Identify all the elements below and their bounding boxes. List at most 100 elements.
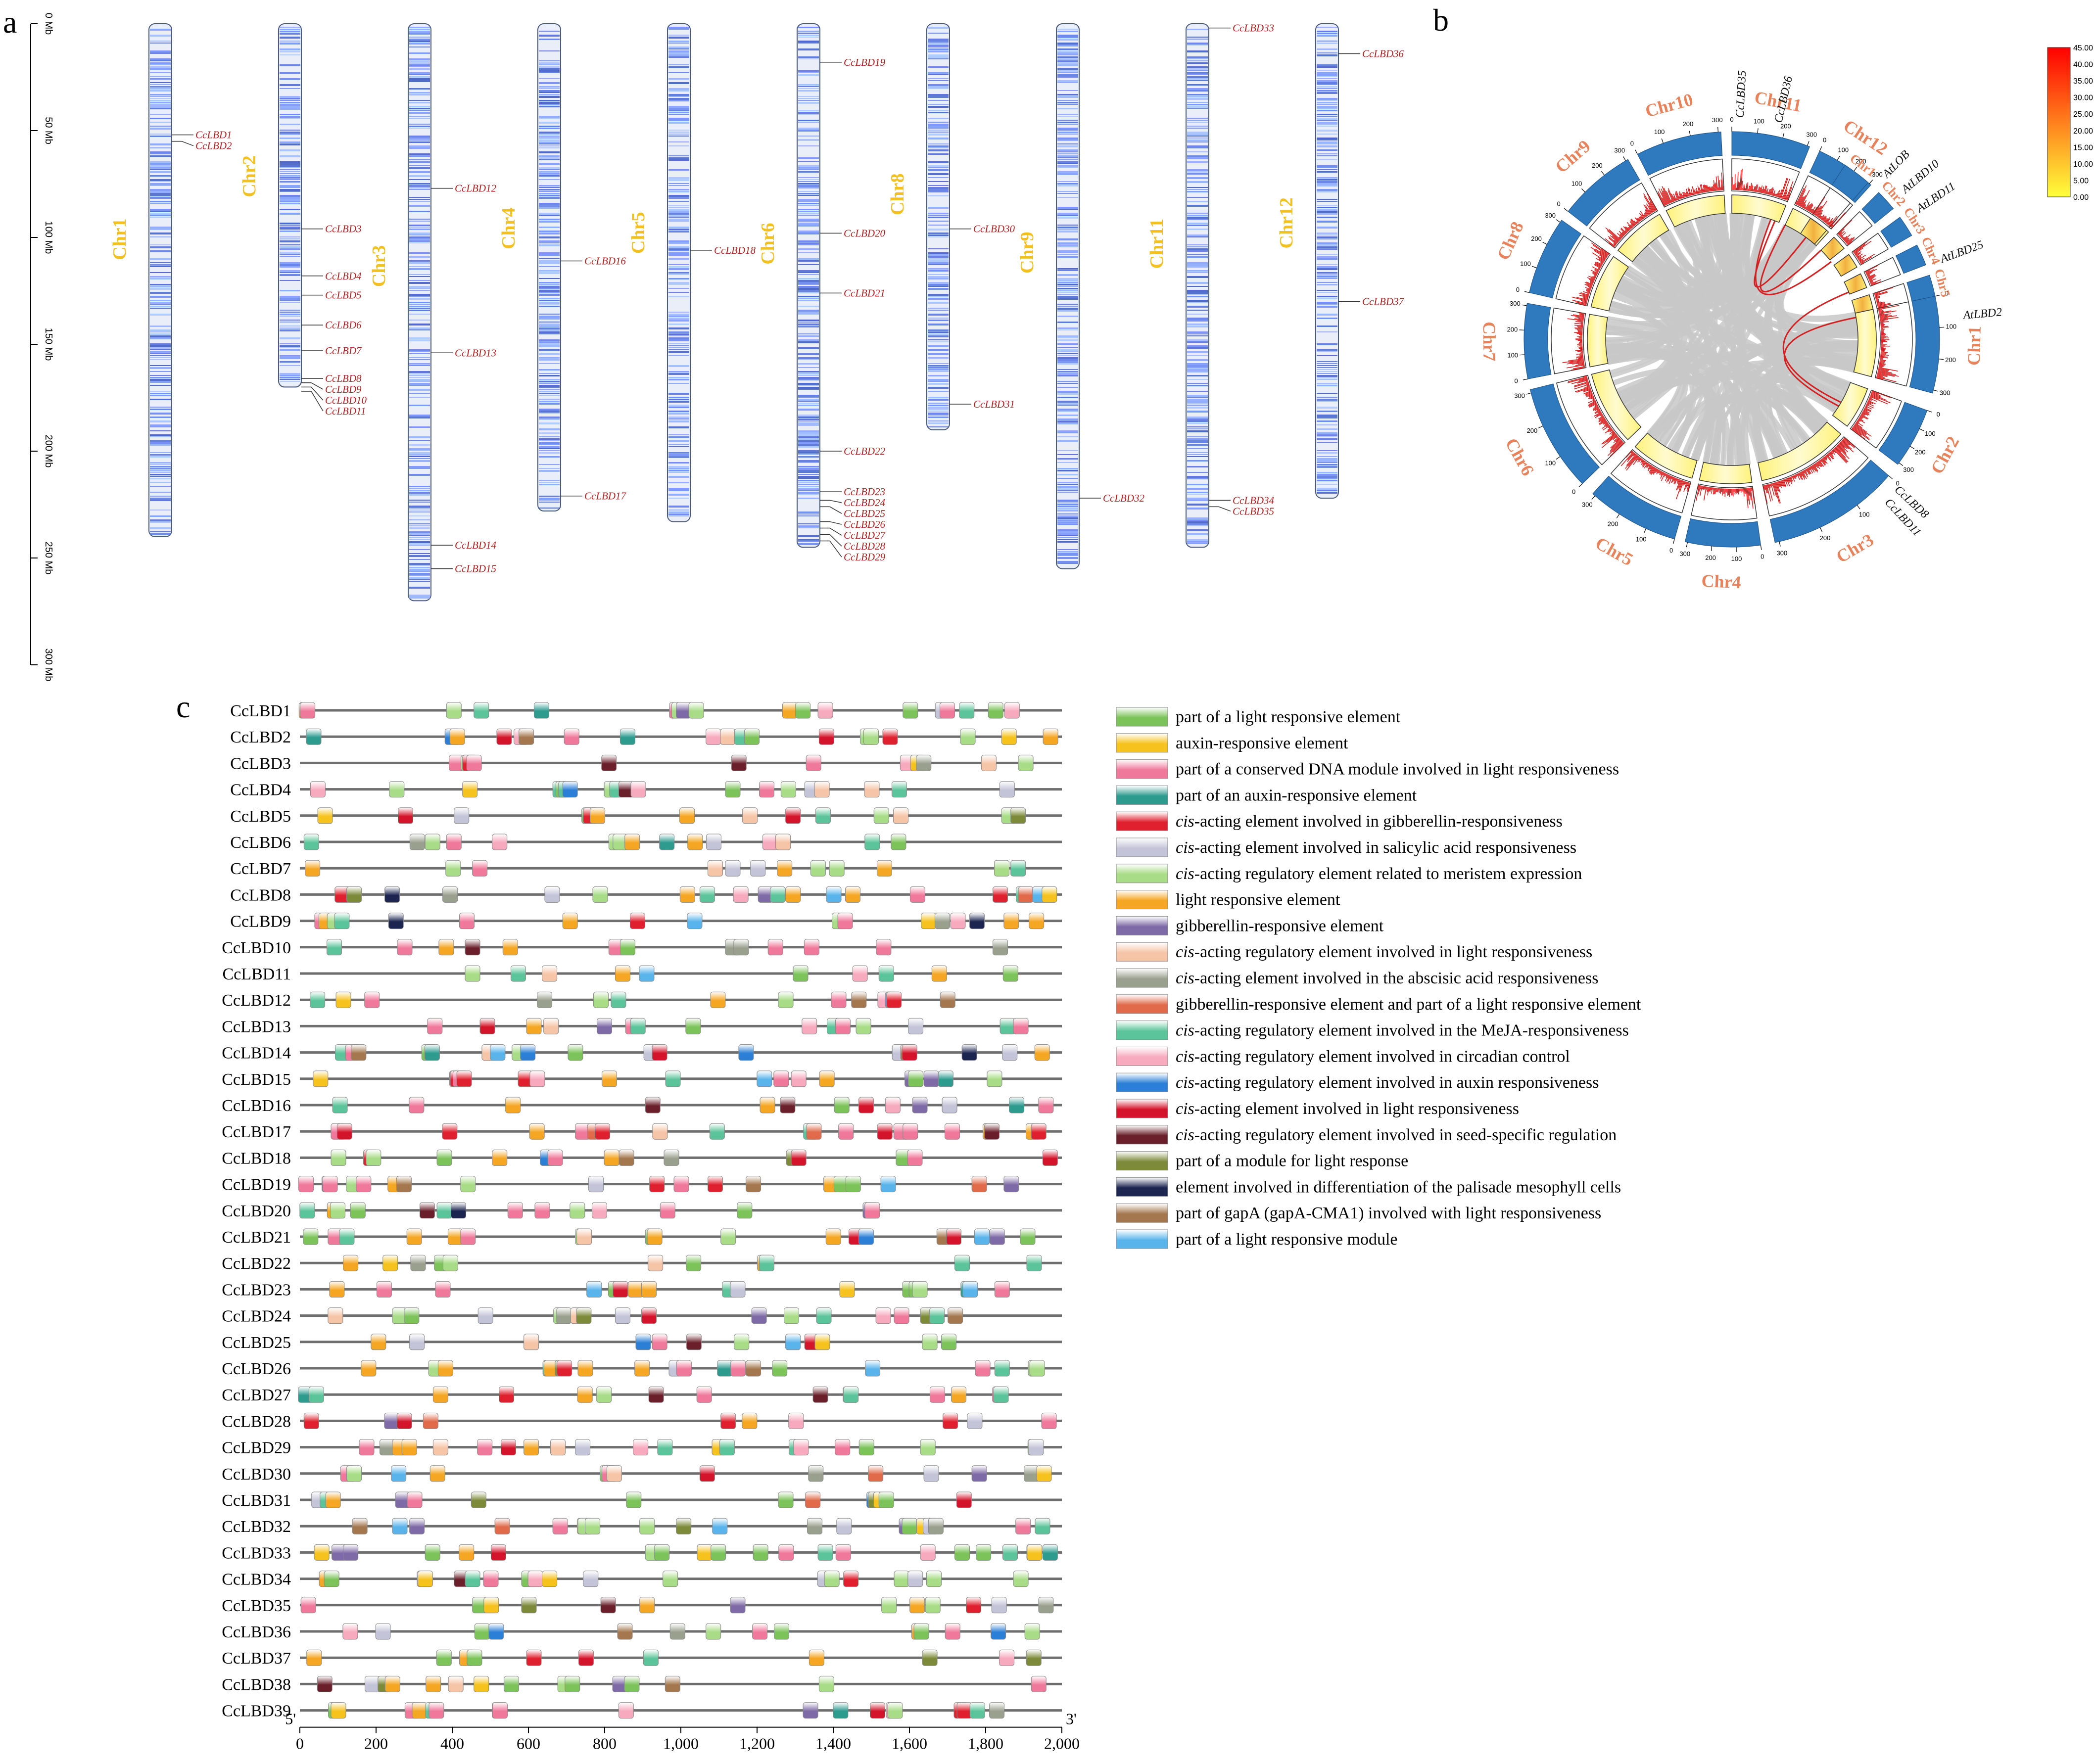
density-band bbox=[1187, 276, 1208, 278]
density-band bbox=[668, 183, 689, 184]
density-band bbox=[798, 456, 819, 458]
cis-element-box bbox=[994, 1281, 1010, 1298]
density-band bbox=[928, 335, 949, 337]
legend-label: part of a module for light response bbox=[1176, 1152, 1408, 1170]
legend-label: cis-acting regulatory element involved i… bbox=[1176, 1047, 1570, 1066]
density-band bbox=[1187, 286, 1208, 287]
density-bar bbox=[1866, 403, 1869, 405]
density-band bbox=[539, 294, 560, 296]
cis-element-box bbox=[577, 1386, 593, 1403]
density-band bbox=[1187, 292, 1208, 294]
density-band bbox=[150, 519, 171, 521]
density-band bbox=[150, 395, 171, 396]
density-band bbox=[1187, 66, 1208, 68]
cis-element-box bbox=[941, 1334, 957, 1350]
density-band bbox=[1187, 177, 1208, 179]
density-band bbox=[150, 60, 171, 61]
density-band bbox=[1057, 403, 1078, 405]
density-band bbox=[150, 468, 171, 469]
density-bar bbox=[1822, 458, 1828, 464]
cis-element-box bbox=[629, 913, 645, 929]
cis-element-box bbox=[1010, 807, 1026, 824]
density-band bbox=[1057, 43, 1078, 45]
density-band bbox=[798, 478, 819, 479]
density-band bbox=[1317, 236, 1337, 238]
density-bar bbox=[1746, 488, 1749, 501]
heat-track bbox=[1758, 421, 1842, 481]
density-band bbox=[1057, 531, 1078, 533]
density-band bbox=[1317, 276, 1337, 278]
cis-element-box bbox=[1003, 1176, 1019, 1193]
karyotype-tick-label: 0 bbox=[1516, 286, 1520, 293]
density-band bbox=[1057, 246, 1078, 247]
density-band bbox=[409, 363, 430, 365]
density-band bbox=[668, 452, 689, 454]
density-bar bbox=[1630, 451, 1633, 454]
density-bar bbox=[1639, 458, 1642, 462]
density-band bbox=[150, 413, 171, 415]
density-bar bbox=[1627, 227, 1631, 231]
density-bar bbox=[1714, 184, 1716, 191]
density-band bbox=[150, 462, 171, 464]
karyotype-tick bbox=[1522, 304, 1527, 306]
density-band bbox=[409, 571, 430, 572]
density-band bbox=[1317, 90, 1337, 92]
density-band bbox=[798, 232, 819, 234]
density-band bbox=[280, 244, 300, 245]
density-bar bbox=[1811, 465, 1814, 470]
density-band bbox=[150, 333, 171, 335]
density-band bbox=[1317, 349, 1337, 351]
cis-element-box bbox=[576, 1307, 592, 1324]
density-bar bbox=[1576, 379, 1588, 384]
legend-label: cis-acting regulatory element related to… bbox=[1176, 865, 1582, 883]
density-band bbox=[1317, 343, 1337, 345]
density-bar bbox=[1640, 211, 1646, 218]
gene-leader bbox=[829, 534, 842, 547]
density-band bbox=[928, 143, 949, 144]
density-band bbox=[150, 296, 171, 298]
density-band bbox=[798, 264, 819, 265]
density-bar bbox=[1593, 245, 1609, 256]
cis-element-box bbox=[974, 1228, 990, 1245]
density-bar bbox=[1827, 454, 1830, 457]
density-band bbox=[668, 444, 689, 445]
density-bar bbox=[1834, 448, 1848, 463]
density-band bbox=[539, 155, 560, 157]
promoter-row-cclbd35: CcLBD35 bbox=[222, 1597, 1062, 1615]
chromosome-body bbox=[1186, 23, 1209, 548]
promoter-row-cclbd36: CcLBD36 bbox=[222, 1623, 1062, 1641]
density-band bbox=[409, 60, 430, 62]
density-bar bbox=[1674, 192, 1678, 200]
density-band bbox=[150, 407, 171, 408]
panel-letter-c: c bbox=[176, 689, 190, 724]
cis-element-box bbox=[931, 965, 947, 982]
density-band bbox=[1317, 361, 1337, 362]
density-band bbox=[1317, 331, 1337, 332]
density-band bbox=[1187, 426, 1208, 427]
cis-element-box bbox=[717, 1360, 733, 1377]
density-bar bbox=[1830, 451, 1833, 455]
density-band bbox=[539, 432, 560, 434]
density-band bbox=[1187, 365, 1208, 367]
density-bar bbox=[1610, 442, 1624, 457]
density-band bbox=[668, 411, 689, 412]
density-band bbox=[150, 84, 171, 85]
density-band bbox=[928, 276, 949, 278]
density-band bbox=[668, 417, 689, 418]
density-bar bbox=[1628, 455, 1638, 467]
density-bar bbox=[1662, 186, 1670, 204]
cis-element-box bbox=[831, 991, 847, 1008]
density-bar bbox=[1626, 454, 1637, 466]
density-bar bbox=[1675, 480, 1683, 500]
cis-element-box bbox=[467, 1649, 482, 1666]
density-band bbox=[1317, 373, 1337, 374]
density-band bbox=[928, 405, 949, 406]
density-bar bbox=[1669, 475, 1672, 480]
density-band bbox=[798, 187, 819, 188]
density-bar bbox=[1704, 184, 1706, 192]
synteny-link bbox=[1787, 357, 1856, 408]
density-band bbox=[280, 325, 300, 326]
density-bar bbox=[1843, 438, 1855, 449]
